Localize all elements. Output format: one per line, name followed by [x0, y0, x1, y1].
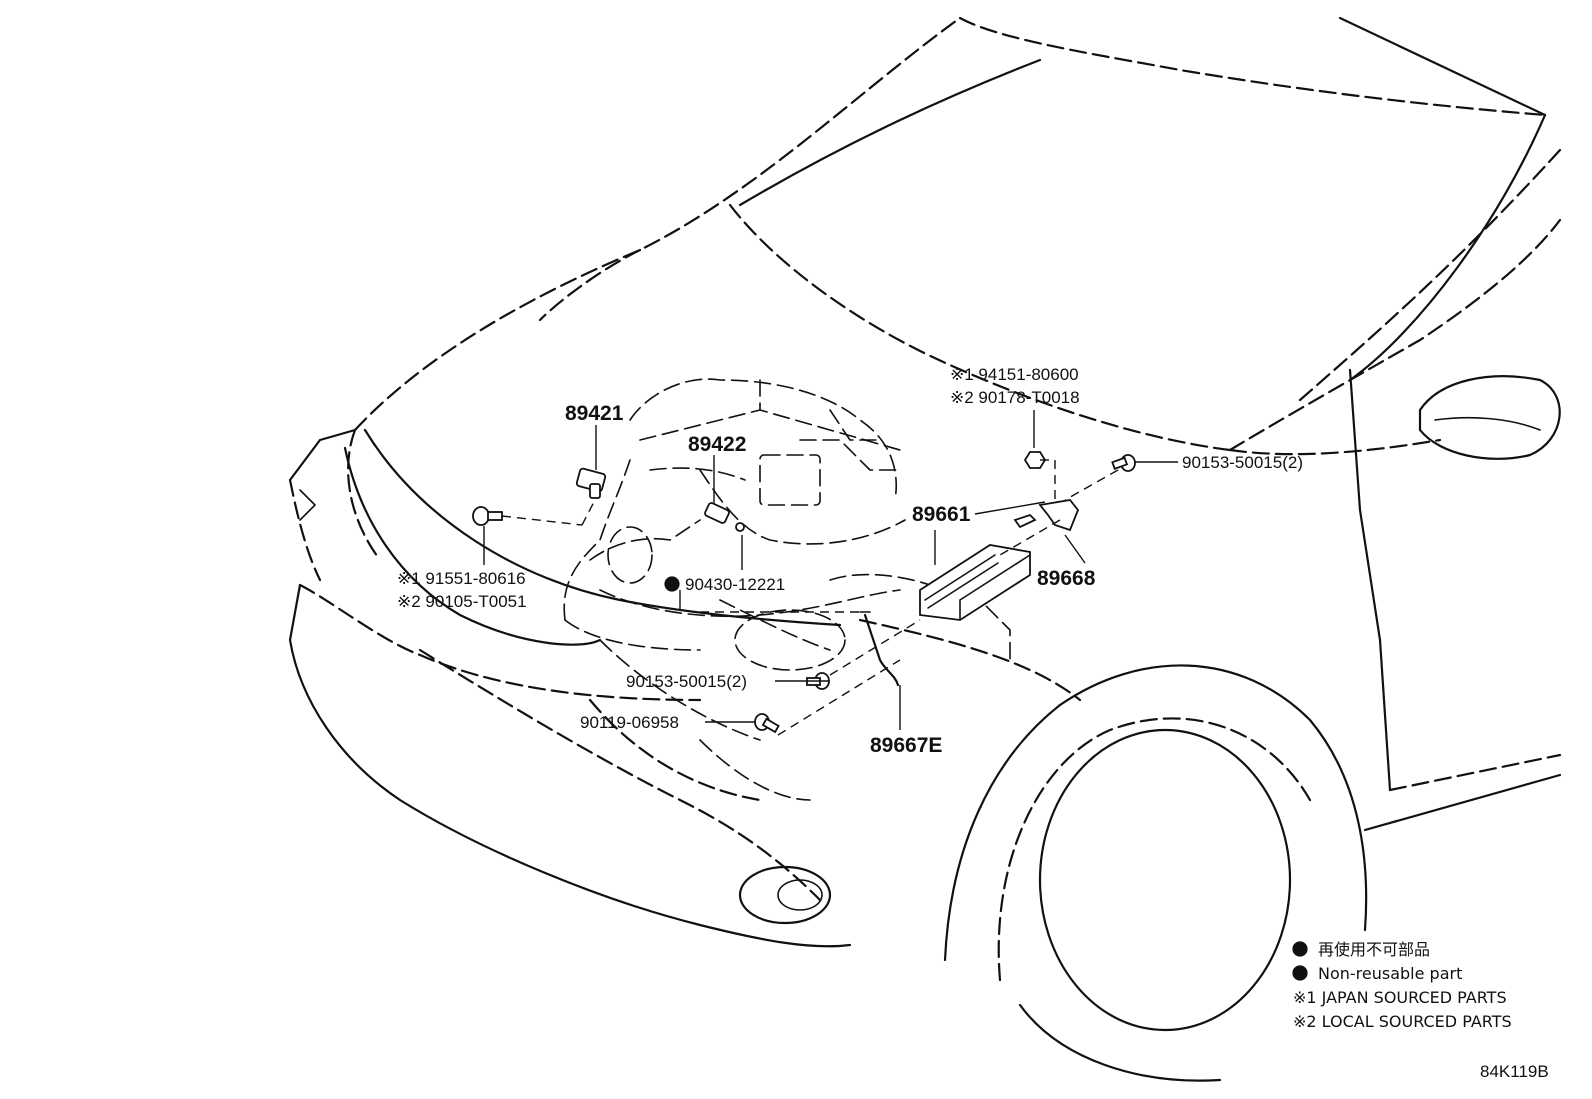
legend: 再使用不可部品 Non-reusable part ※1 JAPAN SOURC… [1292, 940, 1512, 1031]
legend-non-reusable-en: Non-reusable part [1318, 964, 1462, 983]
legend-non-reusable-jp: 再使用不可部品 [1318, 940, 1430, 959]
callout-89667E: 89667E [870, 734, 942, 757]
non-reusable-dot-marker [664, 576, 680, 592]
callout-91551-80616: ※1 91551-80616 [397, 569, 526, 588]
gasket-90430 [735, 522, 745, 532]
callout-89661: 89661 [912, 503, 971, 526]
callouts: 89421 89422 89661 89668 89667E 90430-122… [397, 365, 1303, 757]
bolt-90119 [754, 713, 780, 734]
legend-dot-jp [1292, 941, 1308, 957]
illustration-code: 84K119B [1480, 1062, 1549, 1081]
ecu-89661 [919, 544, 1031, 621]
callout-90119-06958: 90119-06958 [580, 713, 679, 732]
legend-japan-sourced: ※1 JAPAN SOURCED PARTS [1293, 988, 1507, 1007]
bolt-91551 [472, 506, 503, 526]
callout-90178-T0018: ※2 90178-T0018 [950, 388, 1080, 407]
sensor-89421 [575, 467, 607, 499]
callout-89421: 89421 [565, 402, 624, 425]
callout-90153-50015-upper: 90153-50015(2) [1182, 453, 1303, 472]
callout-90430-12221: 90430-12221 [685, 575, 785, 594]
legend-dot-en [1292, 965, 1308, 981]
callout-94151-80600: ※1 94151-80600 [950, 365, 1079, 384]
callout-90105-T0051: ※2 90105-T0051 [397, 592, 527, 611]
callout-89668: 89668 [1037, 567, 1096, 590]
bolt-90153-upper [1111, 454, 1136, 472]
sensor-89422 [704, 502, 730, 524]
legend-local-sourced: ※2 LOCAL SOURCED PARTS [1293, 1012, 1512, 1031]
callout-89422: 89422 [688, 433, 746, 456]
leader-lines [483, 410, 1178, 736]
callout-90153-50015-lower: 90153-50015(2) [626, 672, 747, 691]
nut-94151 [1023, 451, 1047, 469]
vehicle-outline [288, 16, 1562, 1082]
parts [472, 451, 1136, 734]
bracket-89668 [1013, 499, 1080, 532]
harness-89667E [859, 611, 900, 687]
